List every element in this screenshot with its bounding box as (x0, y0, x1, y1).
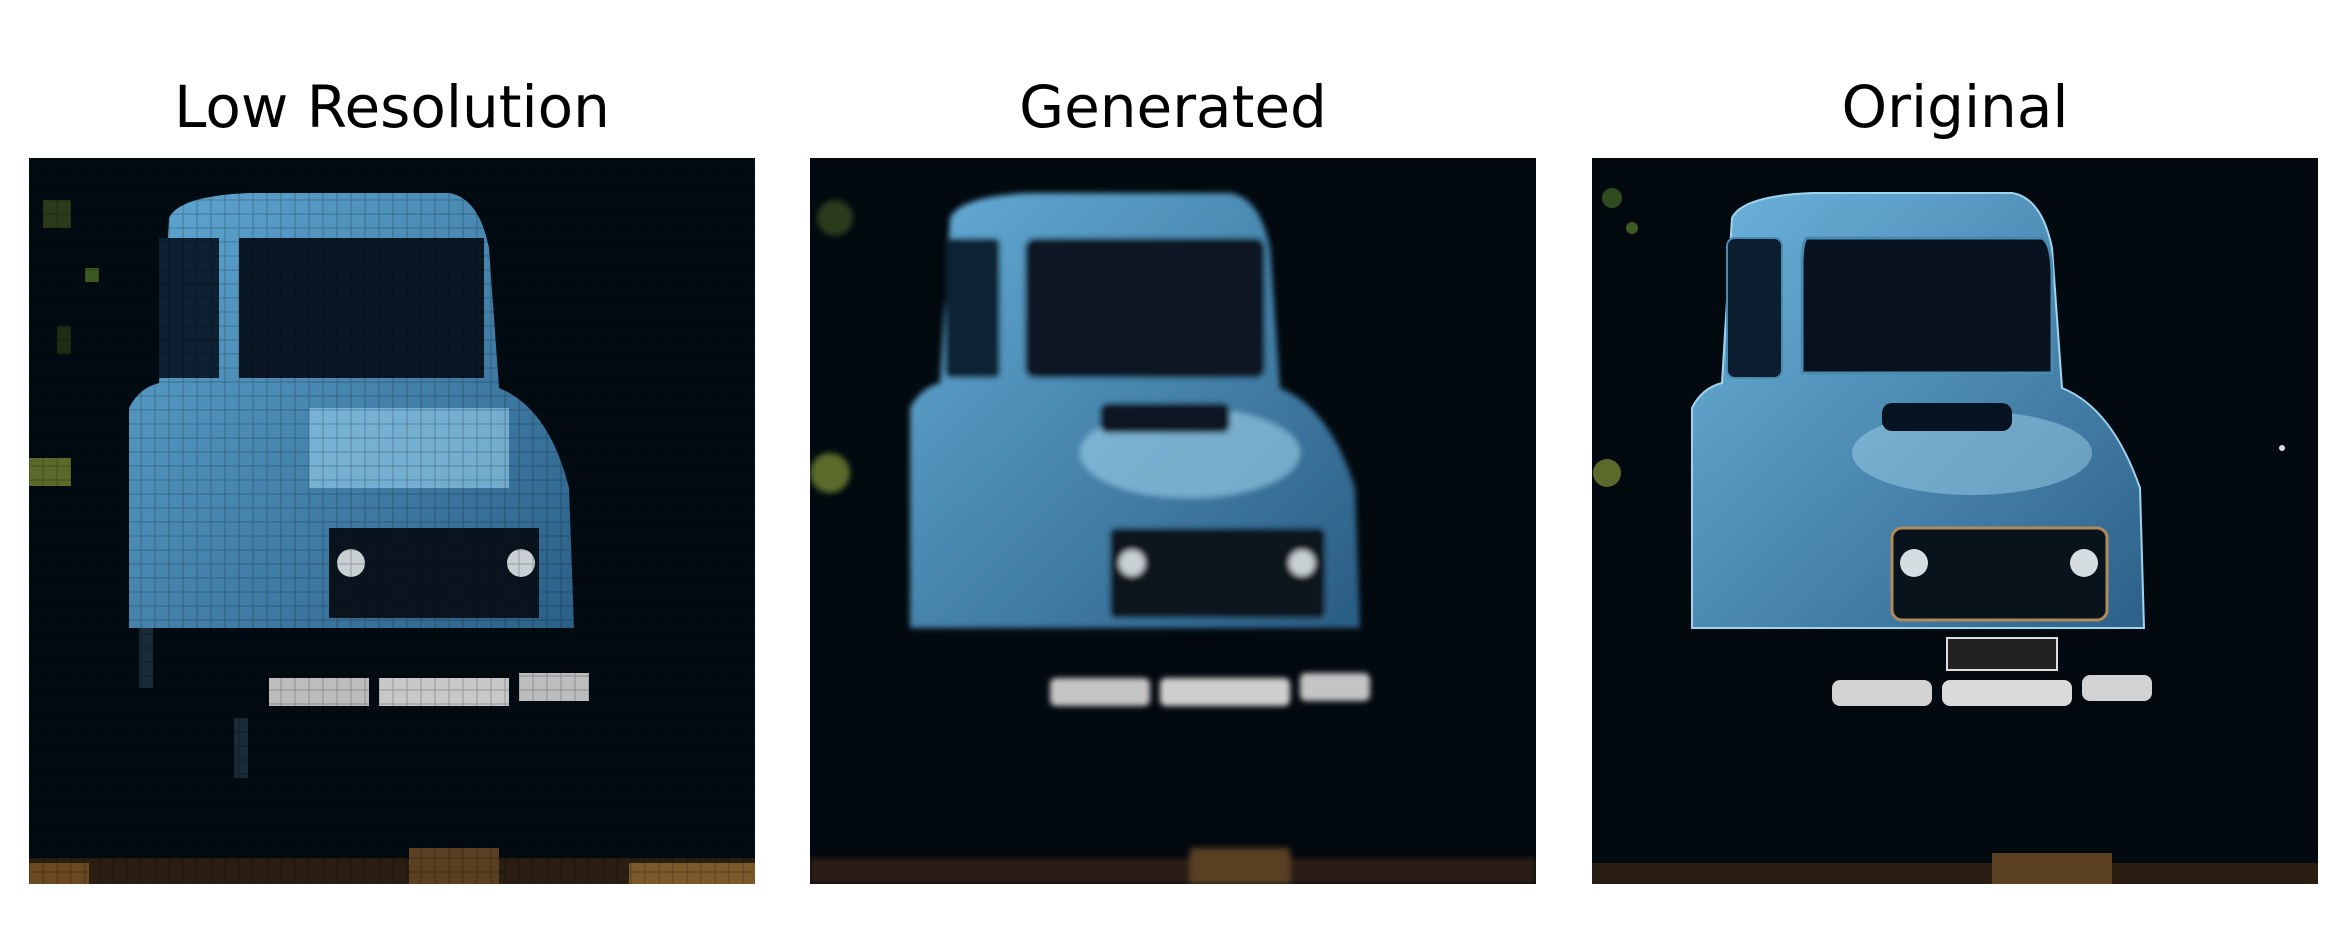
original-car-image (1592, 158, 2318, 884)
panel-title-generated: Generated (1019, 73, 1327, 141)
panel-low-resolution: Low Resolution (29, 0, 755, 934)
low-resolution-car-image (29, 158, 755, 884)
generated-car-image (810, 158, 1536, 884)
panel-title-low-resolution: Low Resolution (174, 73, 610, 141)
panel-original: Original (1592, 0, 2318, 934)
panel-generated: Generated (810, 0, 1536, 934)
panel-title-original: Original (1841, 73, 2069, 141)
